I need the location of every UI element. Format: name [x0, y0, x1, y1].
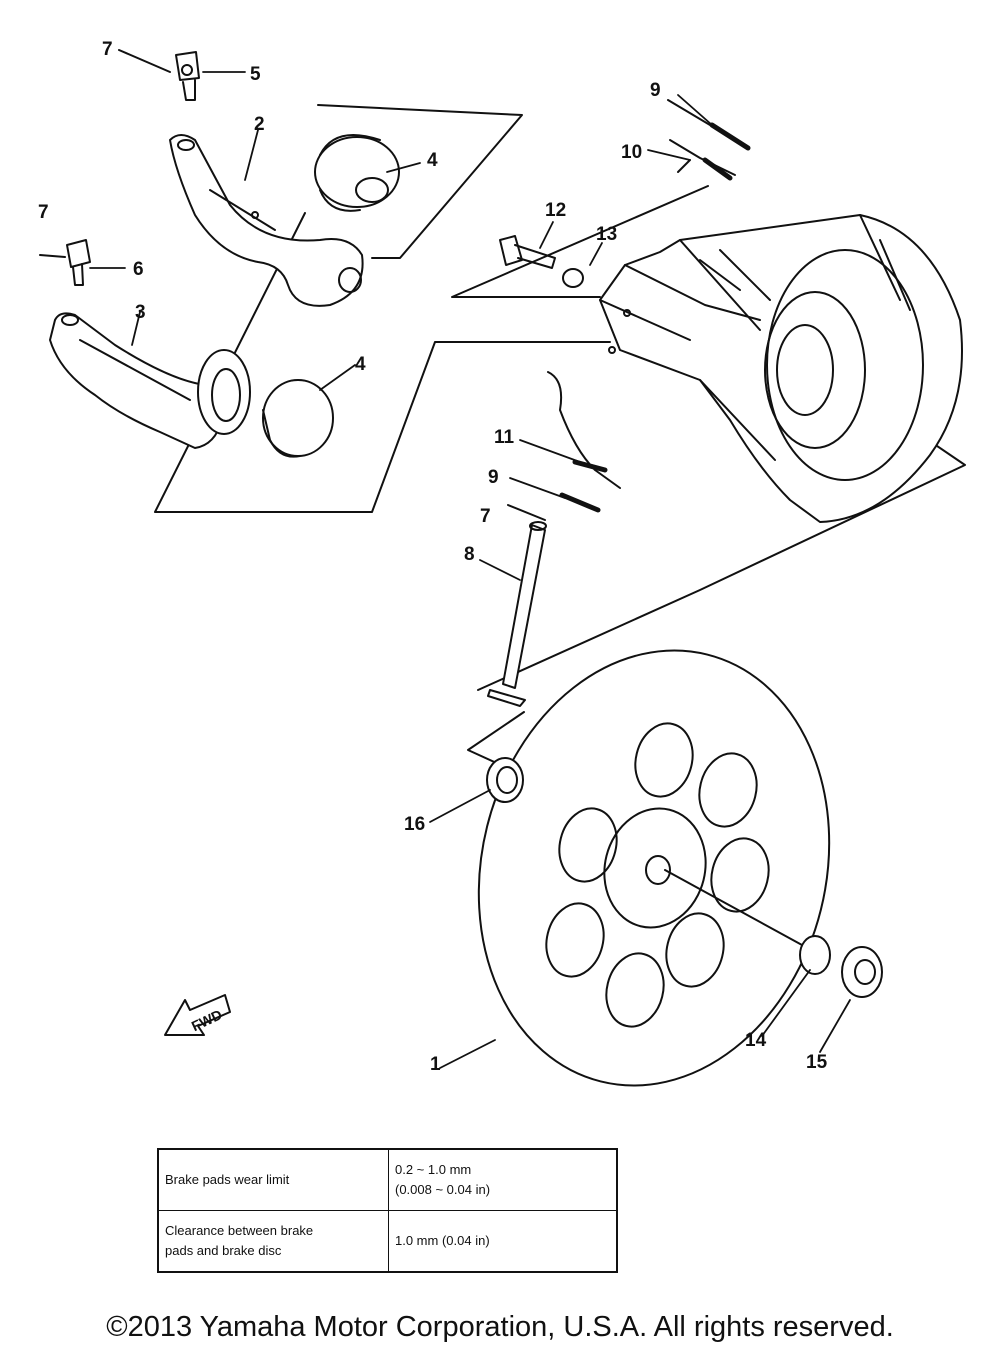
brake-pad-lower: [197, 349, 334, 458]
brake-arm-lower: [49, 312, 224, 449]
pivot-shaft: [487, 521, 547, 707]
washer-and-nut: [664, 869, 883, 998]
fwd-arrow-icon: [164, 994, 231, 1036]
callout-8: 8: [464, 544, 475, 565]
parts-exploded-diagram: 1 2 3 4 4 5 6 7 7 7 8 9 9 10 11 12 13 14…: [38, 39, 966, 1087]
springs: [547, 99, 751, 513]
washer-16: [486, 757, 524, 803]
callout-4-upper: 4: [427, 150, 438, 171]
spec-row-wear-limit: Brake pads wear limit 0.2 ~ 1.0 mm (0.00…: [157, 1148, 618, 1211]
callout-15: 15: [806, 1052, 828, 1073]
bolt-and-nut: [499, 235, 584, 288]
clip-top: [175, 51, 200, 101]
spec-label-wear-limit: Brake pads wear limit: [157, 1148, 389, 1211]
callout-4-lower: 4: [355, 354, 366, 375]
callout-9-top: 9: [650, 80, 661, 101]
brake-housing: [599, 214, 963, 523]
spec-label-clearance: Clearance between brake pads and brake d…: [157, 1210, 389, 1273]
spec-value-clearance: 1.0 mm (0.04 in): [388, 1210, 618, 1273]
clip-lower: [66, 239, 91, 286]
callout-6: 6: [133, 259, 144, 280]
callout-13: 13: [596, 224, 617, 245]
callout-1: 1: [430, 1054, 441, 1075]
spec-label-clearance-line2: pads and brake disc: [165, 1243, 282, 1258]
spec-row-clearance: Clearance between brake pads and brake d…: [157, 1210, 618, 1273]
spec-value-wear-limit: 0.2 ~ 1.0 mm (0.008 ~ 0.04 in): [388, 1148, 618, 1211]
callout-2: 2: [254, 114, 265, 135]
callout-7-top: 7: [102, 39, 113, 60]
spec-label-clearance-line1: Clearance between brake: [165, 1222, 314, 1238]
copyright-notice: ©2013 Yamaha Motor Corporation, U.S.A. A…: [106, 1311, 894, 1343]
spec-value-wear-limit-mm: 0.2 ~ 1.0 mm: [395, 1161, 472, 1177]
cotter-pins: [39, 49, 546, 521]
callout-12: 12: [545, 200, 566, 221]
callout-7-left: 7: [38, 202, 49, 223]
callout-labels: 1 2 3 4 4 5 6 7 7 7 8 9 9 10 11 12 13 14…: [38, 39, 828, 1075]
brake-disc: [477, 649, 831, 1087]
callout-3: 3: [135, 302, 146, 323]
callout-10: 10: [621, 142, 642, 163]
callout-11: 11: [494, 427, 515, 448]
brake-arm-upper: [169, 134, 364, 307]
callout-7-center: 7: [480, 506, 491, 527]
spec-table: Brake pads wear limit 0.2 ~ 1.0 mm (0.00…: [157, 1148, 618, 1273]
leader-lines: [89, 71, 851, 1069]
spec-value-wear-limit-in: (0.008 ~ 0.04 in): [395, 1182, 491, 1197]
callout-16: 16: [404, 814, 425, 835]
callout-14: 14: [745, 1030, 767, 1051]
callout-9-center: 9: [488, 467, 499, 488]
brake-pad-upper: [314, 134, 400, 212]
callout-5: 5: [250, 64, 261, 85]
